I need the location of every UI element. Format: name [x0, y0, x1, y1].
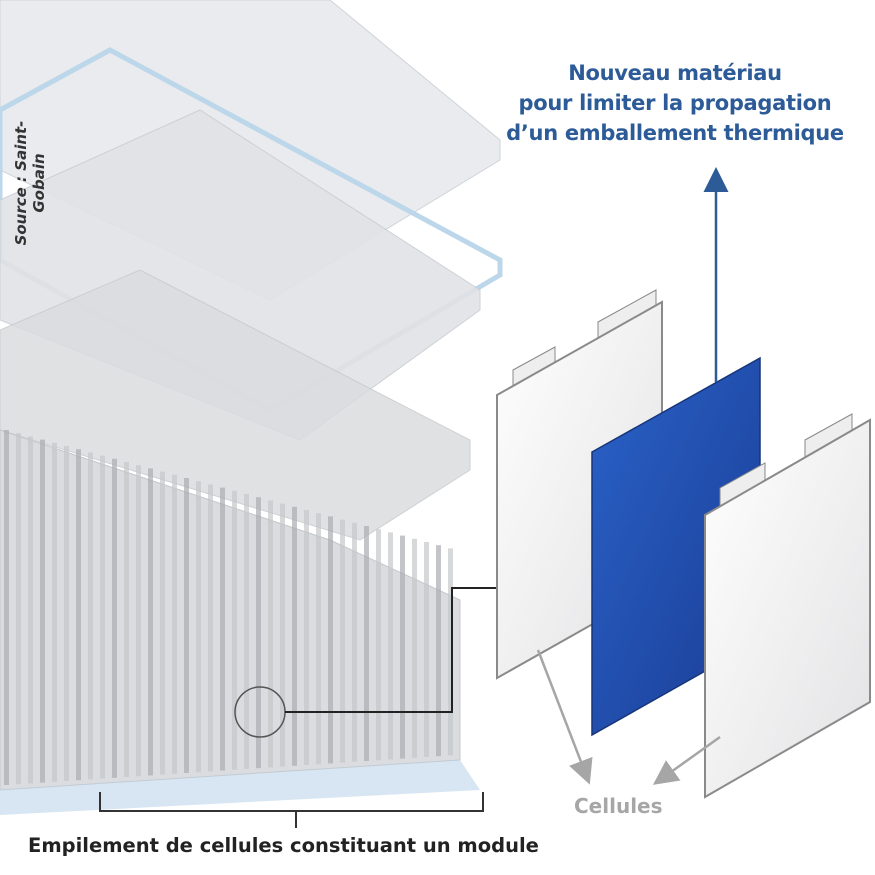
cell-stack — [4, 430, 453, 785]
cell-plate — [364, 526, 369, 761]
cell-plate — [100, 455, 105, 779]
cell-left-arrow — [536, 649, 593, 785]
cell-right — [704, 413, 871, 799]
cell-plate — [64, 446, 69, 781]
cell-plate — [328, 516, 333, 764]
cell-plate — [244, 494, 249, 769]
title-line-3: d’un emballement thermique — [506, 121, 844, 145]
cell-plate — [256, 497, 261, 769]
cell-plate — [208, 484, 213, 772]
cell-plate — [184, 478, 189, 773]
cell-plate — [268, 500, 273, 768]
cell-plate — [136, 465, 141, 777]
cells-label: Cellules — [574, 794, 663, 818]
cell-plate — [220, 487, 225, 771]
cell-plate — [424, 542, 429, 757]
cell-plate — [28, 436, 33, 784]
cell-plate — [148, 468, 153, 776]
cell-plate — [448, 548, 453, 756]
cell-plate — [88, 452, 93, 780]
cell-plate — [400, 535, 405, 759]
cell-plate — [124, 462, 129, 777]
cell-plate — [52, 442, 57, 782]
cell-plate — [412, 538, 417, 758]
cell-plate — [340, 519, 345, 763]
title-line-2: pour limiter la propagation — [518, 91, 832, 115]
cell-plate — [112, 458, 117, 778]
cell-plate — [160, 471, 165, 775]
module-base-plate — [0, 760, 480, 815]
new-material-title: Nouveau matériau pour limiter la propaga… — [480, 58, 870, 148]
cell-plate — [304, 510, 309, 765]
cell-plate — [316, 513, 321, 765]
module-label: Empilement de cellules constituant un mo… — [28, 834, 539, 857]
cell-plate — [76, 449, 81, 781]
cell-plate — [40, 439, 45, 783]
cell-plate — [376, 529, 381, 761]
module-bracket — [99, 792, 484, 812]
cell-plate — [388, 532, 393, 760]
title-line-1: Nouveau matériau — [568, 61, 782, 85]
cell-plate — [280, 503, 285, 767]
cell-plate — [4, 430, 9, 785]
module-exploded-layers — [0, 0, 503, 791]
cell-plate — [292, 506, 297, 766]
cell-plate — [352, 522, 357, 762]
cell-plate — [436, 545, 441, 757]
cell-plate — [196, 481, 201, 773]
cell-plate — [232, 490, 237, 770]
source-credit: Source : Saint-Gobain — [12, 120, 48, 246]
cell-plate — [16, 433, 21, 785]
cell-right-arrow — [652, 735, 721, 785]
cell-plate — [172, 474, 177, 774]
